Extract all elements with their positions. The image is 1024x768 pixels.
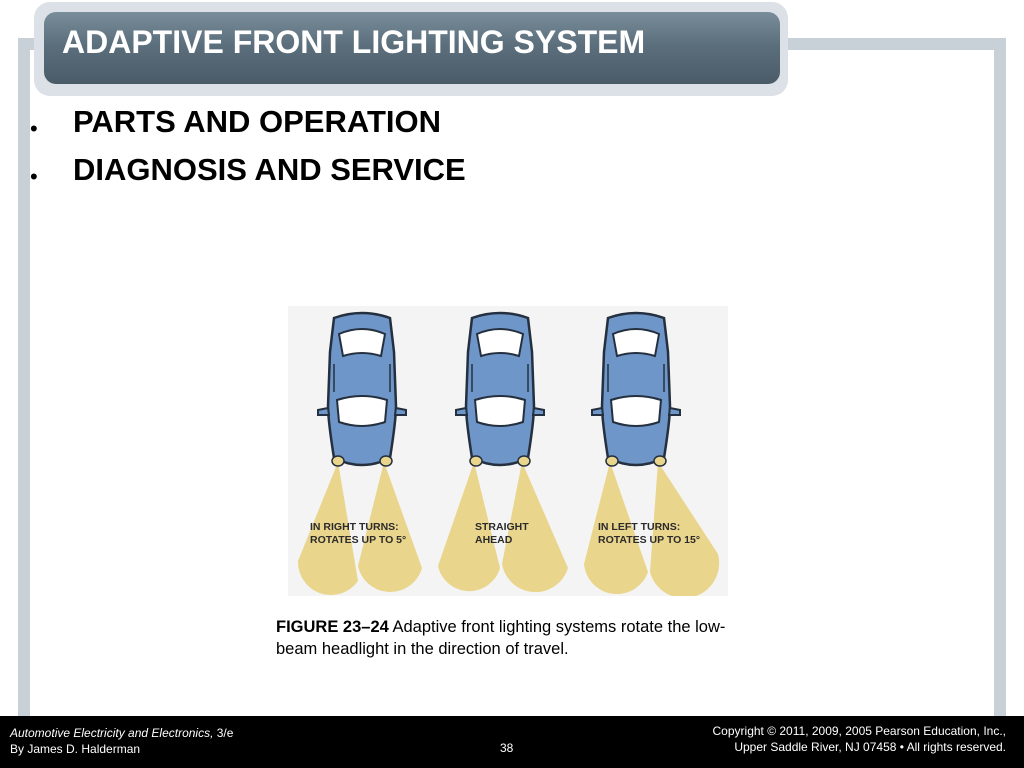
footer-copyright-line2: Upper Saddle River, NJ 07458 • All right… <box>734 740 1006 754</box>
slide-footer: Automotive Electricity and Electronics, … <box>0 716 1024 768</box>
car-left-turn <box>584 311 720 596</box>
footer-book: Automotive Electricity and Electronics, … <box>10 726 233 740</box>
cars-illustration <box>297 311 720 596</box>
bullet-dot-icon: • <box>30 116 38 141</box>
figure-caption-label: FIGURE 23–24 <box>276 618 389 636</box>
bullet-text: DIAGNOSIS AND SERVICE <box>73 152 466 187</box>
headlight-figure: IN RIGHT TURNS: ROTATES UP TO 5° STRAIGH… <box>288 306 728 596</box>
slide-frame-left <box>18 38 30 716</box>
car-right-turn <box>297 311 422 596</box>
bullet-dot-icon: • <box>30 164 38 189</box>
beam-label-right-turn: IN RIGHT TURNS: ROTATES UP TO 5° <box>310 521 407 546</box>
figure-caption-text: Adaptive front lighting systems rotate t… <box>276 618 726 658</box>
beam-label-left-turn: IN LEFT TURNS: ROTATES UP TO 15° <box>598 521 701 546</box>
slide-frame-right <box>994 38 1006 716</box>
beam-label-straight: STRAIGHT AHEAD <box>475 521 529 546</box>
slide-title: ADAPTIVE FRONT LIGHTING SYSTEM <box>62 24 646 60</box>
title-bar <box>44 12 780 84</box>
bullet-text: PARTS AND OPERATION <box>73 104 441 139</box>
figure-caption: FIGURE 23–24 Adaptive front lighting sys… <box>276 616 756 660</box>
footer-author: By James D. Halderman <box>10 742 141 756</box>
footer-edition: 3/e <box>213 726 234 740</box>
footer-book-title: Automotive Electricity and Electronics, <box>10 726 214 740</box>
footer-copyright-line1: Copyright © 2011, 2009, 2005 Pearson Edu… <box>712 724 1006 738</box>
car-straight <box>438 311 568 593</box>
page-number: 38 <box>500 741 514 755</box>
